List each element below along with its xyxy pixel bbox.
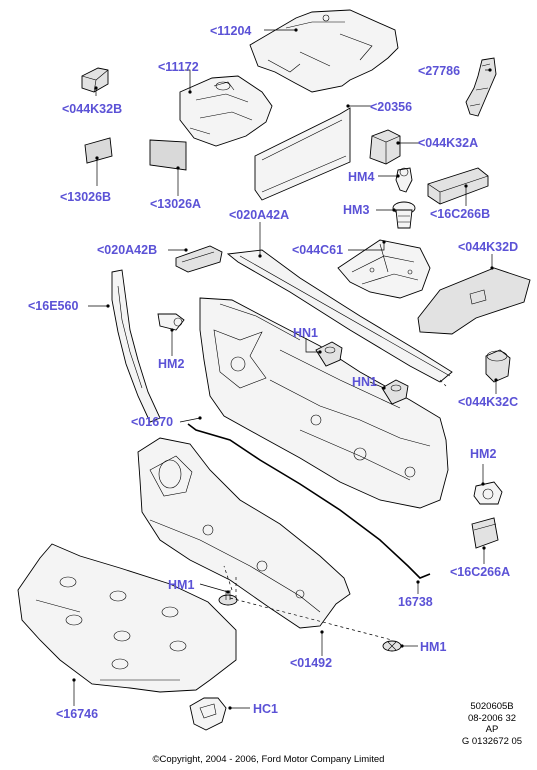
hm3-clip[interactable] bbox=[392, 201, 416, 229]
part-01670-dash-panel[interactable] bbox=[199, 297, 449, 509]
part-044K32A-block[interactable] bbox=[369, 129, 401, 165]
part-13026A-pad[interactable] bbox=[149, 139, 187, 171]
hm1-right-fastener[interactable] bbox=[382, 640, 402, 652]
callout-13026A[interactable]: <13026A bbox=[150, 197, 202, 211]
reference-block: 5020605B 08-2006 32 AP G 0132672 05 bbox=[456, 701, 528, 747]
callout-044K32B[interactable]: <044K32B bbox=[62, 102, 123, 116]
hc1-clip[interactable] bbox=[189, 697, 227, 731]
hm4-clip[interactable] bbox=[395, 167, 413, 193]
callout-hc1[interactable]: HC1 bbox=[253, 702, 279, 716]
callout-044K32D[interactable]: <044K32D bbox=[458, 240, 519, 254]
callout-16C266B[interactable]: <16C266B bbox=[430, 207, 491, 221]
callout-16E560[interactable]: <16E560 bbox=[28, 299, 79, 313]
reference-line-1: 5020605B bbox=[470, 701, 514, 712]
part-16C266B[interactable] bbox=[427, 167, 489, 205]
part-11204-insulator[interactable] bbox=[249, 9, 399, 93]
callout-hm1-right[interactable]: HM1 bbox=[420, 640, 447, 654]
part-044K32B-pad[interactable] bbox=[81, 67, 109, 93]
callout-020A42B[interactable]: <020A42B bbox=[97, 243, 158, 257]
part-020A42A-strip[interactable] bbox=[226, 249, 453, 383]
part-16C266A-block[interactable] bbox=[471, 517, 499, 549]
hn1-mid-fastener[interactable] bbox=[381, 379, 409, 405]
callout-hn1-mid[interactable]: HN1 bbox=[352, 375, 378, 389]
callout-044K32C[interactable]: <044K32C bbox=[458, 395, 519, 409]
part-16746-insulator[interactable] bbox=[17, 543, 237, 693]
hn1-top-fastener[interactable] bbox=[315, 341, 343, 367]
hm2-right-clip[interactable] bbox=[473, 481, 503, 505]
callout-hm3[interactable]: HM3 bbox=[343, 203, 370, 217]
part-16738-cable[interactable] bbox=[187, 423, 431, 579]
part-27786-strip[interactable] bbox=[465, 57, 497, 117]
part-16E560-seal[interactable] bbox=[111, 269, 161, 423]
part-01492-cowl[interactable] bbox=[137, 437, 351, 629]
callout-044C61[interactable]: <044C61 bbox=[292, 243, 344, 257]
callout-16738[interactable]: 16738 bbox=[398, 595, 433, 609]
callout-27786[interactable]: <27786 bbox=[418, 64, 461, 78]
copyright-notice: ©Copyright, 2004 - 2006, Ford Motor Comp… bbox=[152, 754, 385, 765]
leader-lines bbox=[72, 28, 498, 710]
part-044K32D-pad[interactable] bbox=[417, 267, 531, 335]
reference-line-4: G 0132672 05 bbox=[461, 735, 523, 747]
callout-hm4[interactable]: HM4 bbox=[348, 170, 375, 184]
callout-20356[interactable]: <20356 bbox=[370, 100, 413, 114]
part-20356-panel[interactable] bbox=[254, 107, 351, 201]
callout-hn1-top[interactable]: HN1 bbox=[293, 326, 319, 340]
callout-01492[interactable]: <01492 bbox=[290, 656, 333, 670]
hm2-left-clip[interactable] bbox=[157, 313, 185, 331]
part-11172-insulator[interactable] bbox=[179, 75, 273, 147]
callout-13026B[interactable]: <13026B bbox=[60, 190, 112, 204]
part-044C61-tray[interactable] bbox=[337, 239, 431, 299]
callout-020A42A[interactable]: <020A42A bbox=[229, 208, 290, 222]
callout-16746[interactable]: <16746 bbox=[56, 707, 99, 721]
reference-line-3: AP bbox=[485, 724, 499, 735]
callout-hm2-left[interactable]: HM2 bbox=[158, 357, 185, 371]
callout-11172[interactable]: <11172 bbox=[158, 60, 199, 74]
callout-hm1-left[interactable]: HM1 bbox=[168, 578, 195, 592]
part-020A42B-bracket[interactable] bbox=[175, 245, 223, 273]
callout-01670[interactable]: <01670 bbox=[131, 415, 174, 429]
part-044K32C-plug[interactable] bbox=[485, 349, 511, 383]
reference-line-2: 08-2006 32 bbox=[467, 712, 517, 724]
callout-044K32A[interactable]: <044K32A bbox=[418, 136, 479, 150]
callout-16C266A[interactable]: <16C266A bbox=[450, 565, 511, 579]
callout-hm2-right[interactable]: HM2 bbox=[470, 447, 497, 461]
part-13026B-pad[interactable] bbox=[84, 137, 113, 164]
callout-11204[interactable]: <11204 bbox=[210, 24, 252, 38]
